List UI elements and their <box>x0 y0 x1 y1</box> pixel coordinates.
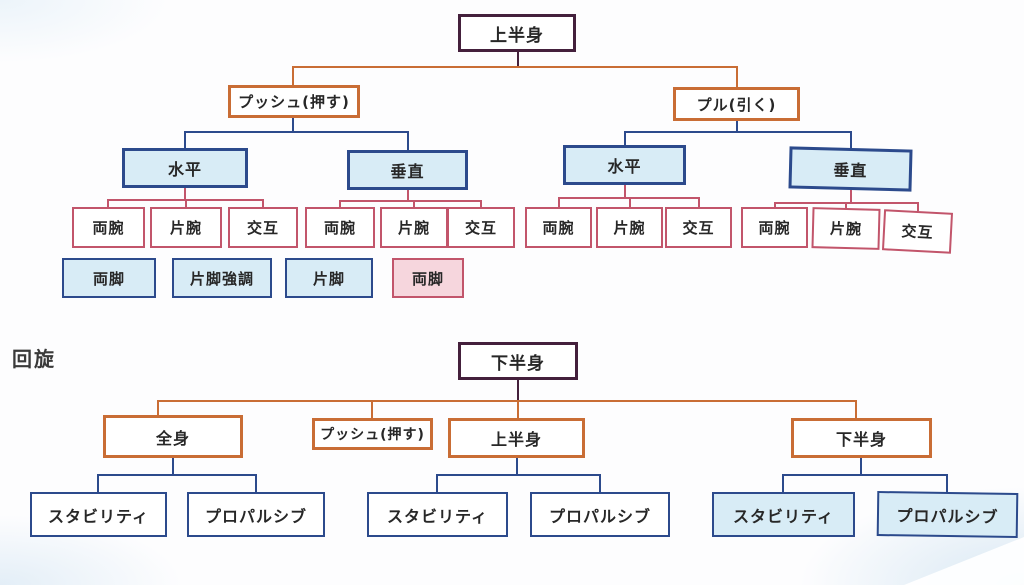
connector-line <box>413 200 415 208</box>
connector-line <box>339 200 482 202</box>
node-upper-root: 上半身 <box>458 14 576 52</box>
connector-line <box>624 185 626 197</box>
connector-line <box>516 458 518 474</box>
connector-line <box>946 474 948 492</box>
connector-line <box>107 199 109 208</box>
connector-line <box>629 197 631 207</box>
connector-line <box>339 200 341 208</box>
node-lower-root: 下半身 <box>458 342 578 380</box>
tree-node: 片腕 <box>596 207 663 248</box>
tree-node: スタビリティ <box>30 492 167 537</box>
tree-node: 両腕 <box>72 207 145 248</box>
node-push-horizontal: 水平 <box>122 148 248 188</box>
rotation-label: 回旋 <box>12 347 56 371</box>
connector-line <box>255 474 257 492</box>
tree-node: プロパルシブ <box>876 491 1019 538</box>
node-whole-body: 全身 <box>103 415 243 458</box>
connector-line <box>157 400 857 402</box>
connector-line <box>371 400 373 418</box>
connector-line <box>184 131 409 133</box>
tree-node: 片腕 <box>811 207 881 250</box>
tree-node: プロパルシブ <box>187 492 325 537</box>
connector-line <box>736 66 738 87</box>
node-lower-body: 下半身 <box>791 418 932 458</box>
tree-node: 交互 <box>447 207 515 248</box>
connector-line <box>480 200 482 208</box>
connector-line <box>184 188 186 199</box>
connector-line <box>599 474 601 492</box>
connector-line <box>774 202 776 210</box>
connector-line <box>185 199 187 208</box>
tree-node: 片脚 <box>285 258 373 298</box>
connector-line <box>782 474 948 476</box>
connector-line <box>845 202 847 210</box>
tree-node: 両腕 <box>741 207 808 248</box>
tree-node: プロパルシブ <box>530 492 670 537</box>
connector-line <box>407 190 409 200</box>
connector-line <box>517 380 519 400</box>
connector-line <box>517 52 519 66</box>
connector-line <box>517 400 519 418</box>
tree-node: 交互 <box>228 207 298 248</box>
connector-line <box>624 131 626 145</box>
connector-line <box>558 197 560 207</box>
node-upper-body: 上半身 <box>448 418 585 458</box>
tree-node: スタビリティ <box>367 492 508 537</box>
tree-node: 片脚強調 <box>172 258 272 298</box>
node-pull: プル(引く) <box>673 87 800 121</box>
node-push: プッシュ(押す) <box>228 85 360 118</box>
connector-line <box>292 66 738 68</box>
connector-line <box>292 118 294 131</box>
connector-line <box>782 474 784 492</box>
node-pull-horizontal: 水平 <box>563 145 686 185</box>
connector-line <box>184 131 186 148</box>
connector-line <box>850 131 852 148</box>
connector-line <box>407 131 409 150</box>
tree-node: 両脚 <box>392 258 464 298</box>
connector-line <box>97 474 257 476</box>
node-push-lower: プッシュ(押す) <box>312 418 433 450</box>
connector-line <box>436 474 601 476</box>
connector-line <box>157 400 159 415</box>
connector-line <box>917 202 919 212</box>
tree-node: 両腕 <box>525 207 592 248</box>
connector-line <box>436 474 438 492</box>
tree-node: 両脚 <box>62 258 156 298</box>
corner-highlight-shape <box>904 537 1024 585</box>
tree-node: 片腕 <box>380 207 448 248</box>
connector-line <box>850 190 852 202</box>
tree-node: 両腕 <box>305 207 375 248</box>
tree-node: スタビリティ <box>712 492 855 537</box>
connector-line <box>292 66 294 85</box>
connector-line <box>698 197 700 207</box>
connector-line <box>97 474 99 492</box>
node-push-vertical: 垂直 <box>347 150 468 190</box>
tree-node: 片腕 <box>150 207 222 248</box>
connector-line <box>855 400 857 418</box>
connector-line <box>262 199 264 208</box>
node-pull-vertical: 垂直 <box>788 146 913 192</box>
connector-line <box>172 458 174 474</box>
connector-line <box>736 121 738 131</box>
tree-node: 交互 <box>665 207 732 248</box>
tree-node: 交互 <box>881 209 954 254</box>
connector-line <box>624 131 852 133</box>
connector-line <box>860 458 862 474</box>
